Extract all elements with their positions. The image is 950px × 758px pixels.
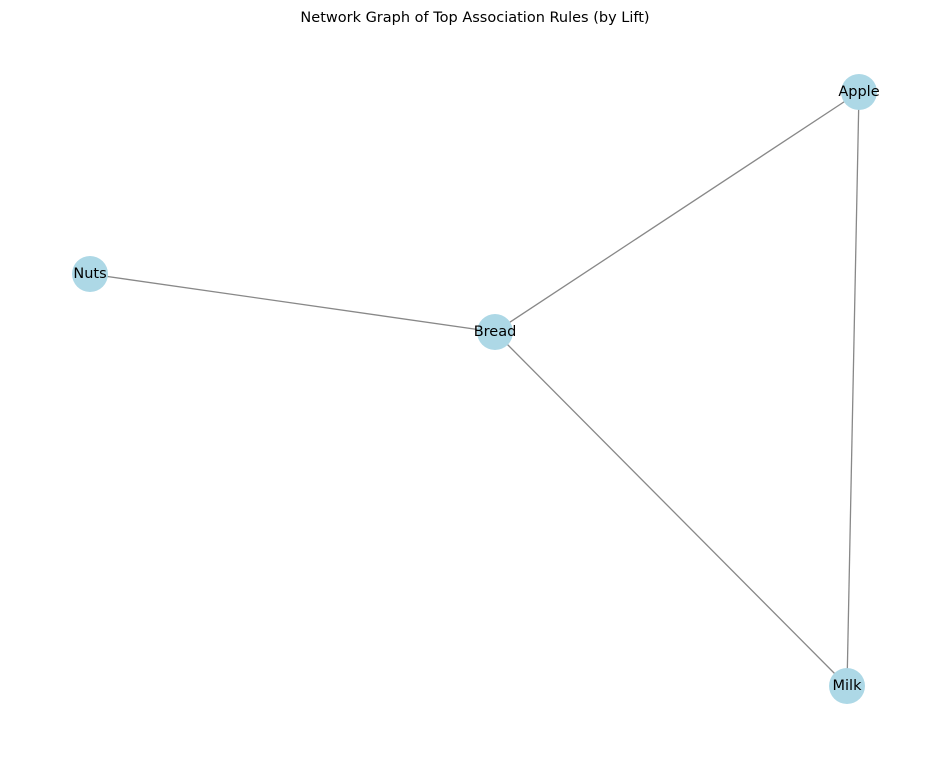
edge-apple-milk [846,91,860,687]
edges-layer [89,91,860,687]
edge-nuts-bread [89,273,496,333]
node-milk: Milk [829,668,865,704]
node-nuts: Nuts [72,256,108,292]
chart-title: Network Graph of Top Association Rules (… [300,10,649,26]
edge-bread-milk [494,331,848,687]
node-label-bread: Bread [474,324,517,340]
edge-bread-apple [494,91,860,333]
node-circle-apple [841,74,877,110]
node-circle-nuts [72,256,108,292]
node-label-nuts: Nuts [73,266,106,282]
node-apple: Apple [838,74,880,110]
node-circle-bread [477,314,513,350]
node-bread: Bread [474,314,517,350]
node-circle-milk [829,668,865,704]
node-label-apple: Apple [838,84,879,100]
node-label-milk: Milk [833,678,863,694]
